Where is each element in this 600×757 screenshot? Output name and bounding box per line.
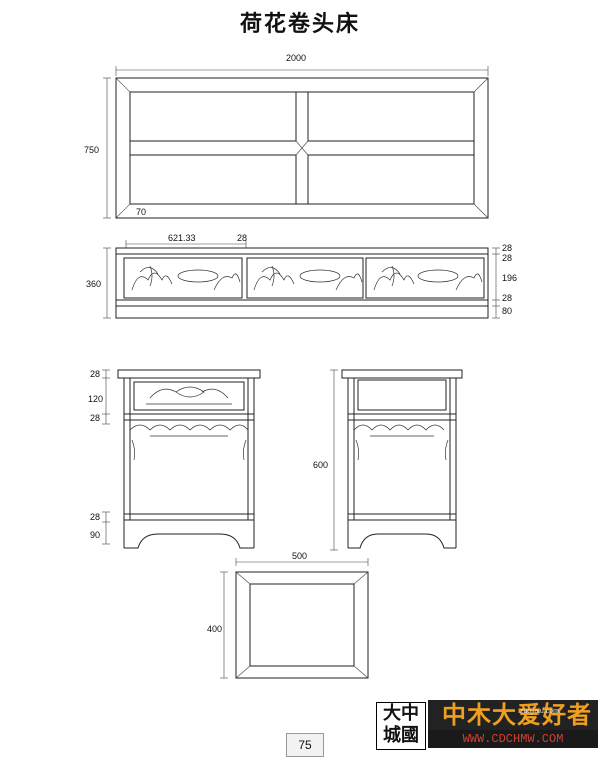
dim-stand-rail: 28 (90, 413, 100, 423)
page-title: 荷花卷头床 (239, 11, 360, 37)
dim-stand-height: 600 (313, 460, 328, 470)
nightstand-top-plan: 500 400 (207, 551, 369, 679)
dim-headboard-height: 750 (84, 145, 99, 155)
dim-front-height: 360 (86, 279, 101, 289)
nightstand-front: 28 120 28 28 90 (88, 369, 261, 549)
dim-front-right-5: 80 (502, 306, 512, 316)
dim-stand-foot: 90 (90, 530, 100, 540)
dim-stand-drawer: 120 (88, 394, 103, 404)
dim-top-width: 500 (292, 551, 307, 561)
dim-front-right-1: 28 (502, 243, 512, 253)
dim-front-right-2: 28 (502, 253, 512, 263)
dim-stand-bottom-rail: 28 (90, 512, 100, 522)
watermark-url: WWW.CDCHMW.COM (428, 730, 598, 748)
dim-front-panel-width: 621.33 (168, 233, 196, 243)
watermark-chinese: 大中城國 (376, 702, 426, 750)
dim-headboard-width: 2000 (286, 53, 306, 63)
dim-stand-top: 28 (90, 369, 100, 379)
page-number: 75 (286, 733, 324, 757)
headboard-elevation: 2000 750 70 (84, 53, 489, 219)
dim-front-right-3: 196 (502, 273, 517, 283)
dim-front-rail: 28 (237, 233, 247, 243)
watermark-brand: 中木大爱好者 (428, 700, 598, 730)
front-elevation: 621.33 28 360 (86, 233, 517, 319)
dim-front-right-4: 28 (502, 293, 512, 303)
nightstand-side: 600 (313, 369, 463, 551)
dim-top-depth: 400 (207, 624, 222, 634)
dim-headboard-frame: 70 (136, 207, 146, 217)
watermark-site-small: zuojiaju.com (520, 708, 559, 715)
